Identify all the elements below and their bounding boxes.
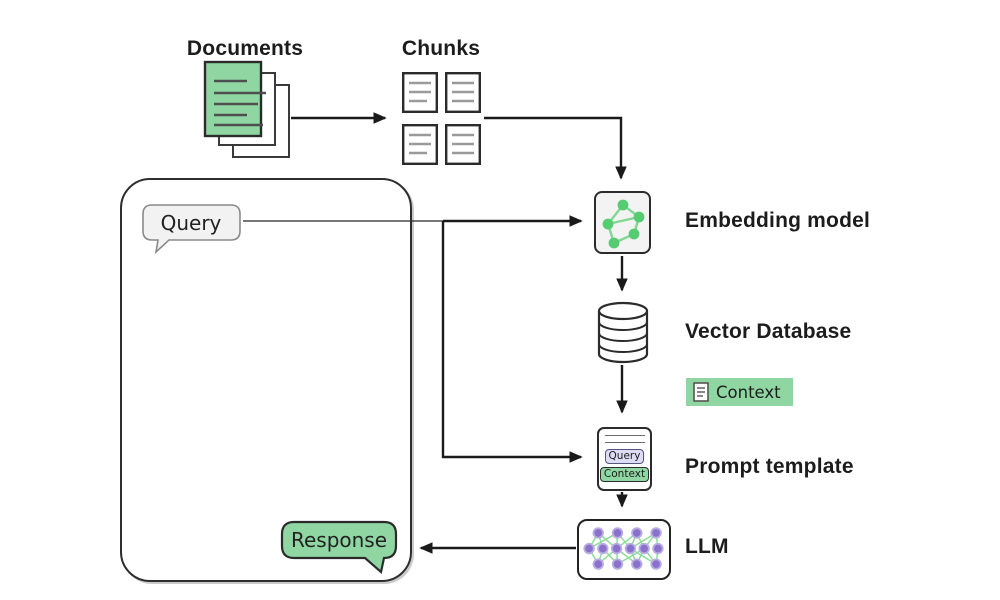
- query-bubble-label: Query: [161, 211, 222, 235]
- database-icon: [597, 301, 649, 364]
- chunk-icon: [402, 72, 438, 113]
- user-session-container: [120, 178, 412, 582]
- context-badge: Context: [686, 378, 793, 406]
- llm-label: LLM: [685, 535, 729, 558]
- prompt-template-label: Prompt template: [685, 455, 854, 478]
- chunk-icon: [402, 124, 438, 165]
- prompt-doc-line: [604, 442, 645, 443]
- chunks-grid: [402, 72, 481, 165]
- context-doc-icon: [693, 382, 709, 402]
- context-badge-label: Context: [716, 382, 781, 402]
- graph-icon: [602, 199, 645, 249]
- vector-database-icon: [597, 301, 649, 370]
- response-speech-bubble: Response: [280, 520, 401, 582]
- arrow-chunks-to-embedding: [484, 116, 627, 180]
- prompt-chip-query: Query: [604, 449, 645, 464]
- query-speech-bubble: Query: [142, 204, 244, 263]
- prompt-chip-context: Context: [599, 467, 650, 482]
- response-bubble-label: Response: [291, 528, 387, 552]
- documents-title: Documents: [186, 37, 304, 60]
- prompt-doc-line: [604, 435, 645, 436]
- chunks-title: Chunks: [401, 37, 481, 60]
- prompt-template-icon: Query Context: [597, 427, 652, 491]
- chunk-icon: [445, 72, 481, 113]
- llm-icon: [577, 519, 671, 580]
- arrow-query-to-prompt-template: [441, 221, 583, 463]
- embedding-model-label: Embedding model: [685, 209, 871, 232]
- chunk-icon: [445, 124, 481, 165]
- documents-icon: [200, 60, 295, 169]
- neural-network-icon: [583, 527, 664, 570]
- vector-database-label: Vector Database: [685, 320, 852, 343]
- embedding-model-icon: [594, 191, 651, 254]
